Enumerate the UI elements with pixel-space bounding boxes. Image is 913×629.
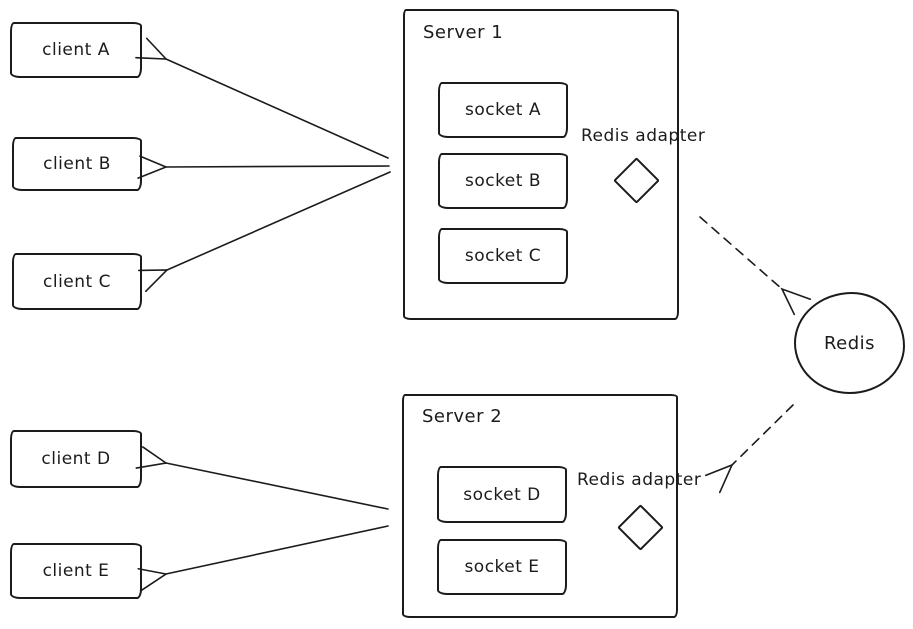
dashed-arrow-redis-to-adapter2	[704, 404, 794, 494]
redis-label: Redis	[823, 332, 876, 354]
arrow-server1-to-client-c	[137, 171, 391, 293]
arrow-server1-to-client-a	[135, 37, 389, 159]
socket-d-node: socket D	[437, 466, 567, 523]
server-2-container	[402, 394, 678, 618]
client-b-node: client B	[12, 137, 142, 191]
client-c-label: client C	[43, 271, 111, 292]
client-d-node: client D	[10, 430, 142, 488]
socket-a-node: socket A	[438, 82, 568, 138]
client-d-label: client D	[41, 449, 111, 469]
socket-c-label: socket C	[464, 246, 542, 266]
socket-a-label: socket A	[464, 100, 541, 120]
arrow-server2-to-client-d	[135, 446, 389, 510]
client-e-label: client E	[42, 561, 110, 581]
client-b-label: client B	[43, 154, 111, 174]
socket-e-label: socket E	[464, 557, 540, 577]
dashed-arrow-adapter1-to-redis	[699, 216, 812, 316]
arrow-server1-to-client-b	[137, 155, 390, 179]
server-2-title: Server 2	[422, 406, 503, 427]
arrow-server2-to-client-e	[137, 525, 389, 592]
socket-e-node: socket E	[437, 539, 567, 595]
server-2-adapter-label: Redis adapter	[577, 470, 702, 490]
server-1-adapter-label: Redis adapter	[581, 126, 706, 146]
server-1-title: Server 1	[423, 22, 504, 43]
server-1-container	[403, 9, 679, 320]
client-a-label: client A	[42, 40, 110, 60]
socket-b-label: socket B	[464, 171, 542, 191]
client-a-node: client A	[10, 22, 142, 78]
client-e-node: client E	[10, 543, 142, 599]
client-c-node: client C	[12, 253, 142, 310]
socket-b-node: socket B	[438, 153, 568, 209]
socket-d-label: socket D	[463, 484, 541, 505]
redis-node: Redis	[794, 292, 905, 394]
socket-c-node: socket C	[438, 228, 568, 284]
